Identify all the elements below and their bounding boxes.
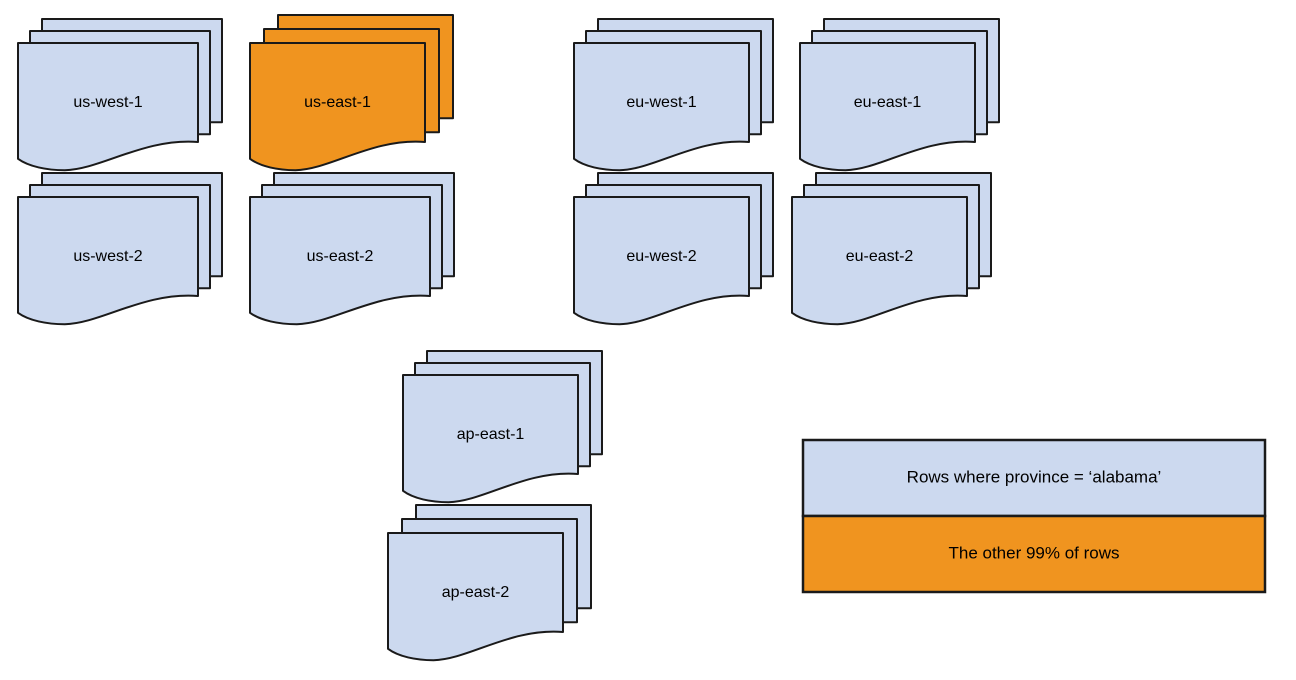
stack-label-ap-east-2: ap-east-2 bbox=[442, 584, 510, 601]
stack-sheet-front bbox=[249, 196, 431, 326]
stack-sheet-front bbox=[387, 532, 564, 662]
data-stack-eu-west-2[interactable]: eu-west-2 bbox=[573, 172, 774, 326]
stack-label-eu-east-1: eu-east-1 bbox=[854, 94, 922, 111]
data-stack-ap-east-2[interactable]: ap-east-2 bbox=[387, 504, 592, 662]
stack-sheet-front bbox=[791, 196, 968, 326]
data-stack-us-east-1[interactable]: us-east-1 bbox=[249, 14, 454, 172]
data-stack-ap-east-1[interactable]: ap-east-1 bbox=[402, 350, 603, 504]
data-stack-us-west-1[interactable]: us-west-1 bbox=[17, 18, 223, 172]
stack-sheet-front bbox=[17, 196, 199, 326]
data-stack-eu-east-1[interactable]: eu-east-1 bbox=[799, 18, 1000, 172]
legend-layer: Rows where province = ‘alabama’ The other… bbox=[801, 438, 1267, 594]
legend-label-1: The other 99% of rows bbox=[948, 543, 1119, 562]
stack-label-us-east-2: us-east-2 bbox=[307, 248, 374, 265]
stack-sheet-front bbox=[402, 374, 579, 504]
stack-sheet-front bbox=[799, 42, 976, 172]
data-stack-us-east-2[interactable]: us-east-2 bbox=[249, 172, 455, 326]
legend-row-other: The other 99% of rows bbox=[801, 514, 1267, 594]
stack-sheet-front bbox=[17, 42, 199, 172]
stack-label-ap-east-1: ap-east-1 bbox=[457, 426, 525, 443]
stack-sheet-front bbox=[249, 42, 426, 172]
stack-label-eu-east-2: eu-east-2 bbox=[846, 248, 914, 265]
stack-label-eu-west-2: eu-west-2 bbox=[626, 248, 696, 265]
stack-label-eu-west-1: eu-west-1 bbox=[626, 94, 696, 111]
stack-sheet-front bbox=[573, 196, 750, 326]
stack-label-us-east-1: us-east-1 bbox=[304, 94, 371, 111]
data-stack-eu-west-1[interactable]: eu-west-1 bbox=[573, 18, 774, 172]
stack-label-us-west-2: us-west-2 bbox=[73, 248, 142, 265]
legend-row-alabama: Rows where province = ‘alabama’ bbox=[801, 438, 1267, 518]
data-stack-eu-east-2[interactable]: eu-east-2 bbox=[791, 172, 992, 326]
stack-layer: us-west-1 us-east-1 eu-west-1 eu-east-1 us-w… bbox=[17, 14, 1000, 662]
legend-label-0: Rows where province = ‘alabama’ bbox=[907, 467, 1162, 486]
legend-swatch-1 bbox=[801, 514, 1267, 594]
legend-swatch-0 bbox=[801, 438, 1267, 518]
data-stack-us-west-2[interactable]: us-west-2 bbox=[17, 172, 223, 326]
stack-label-us-west-1: us-west-1 bbox=[73, 94, 142, 111]
stack-sheet-front bbox=[573, 42, 750, 172]
